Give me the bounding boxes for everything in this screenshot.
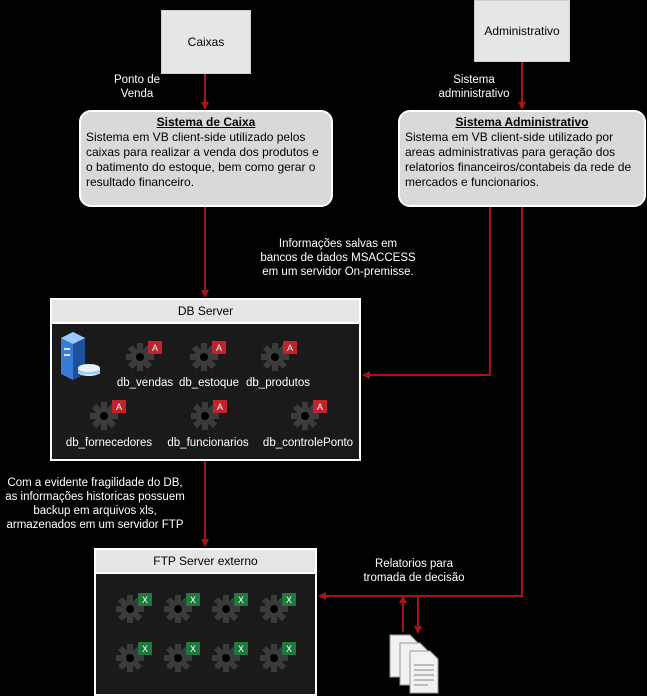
xls-backup-gear-excel-icon: X xyxy=(116,640,154,672)
svg-text:X: X xyxy=(238,644,244,654)
svg-text:A: A xyxy=(317,402,323,412)
sistema-adm-box[interactable]: Sistema Administrativo Sistema em VB cli… xyxy=(398,110,646,207)
ftp-server-title: FTP Server externo xyxy=(96,550,315,574)
edge-label-sistema-adm: Sistema administrativo xyxy=(438,74,510,100)
edge-label-relatorios: Relatorios para tromada de decisão xyxy=(363,558,465,584)
svg-text:X: X xyxy=(238,595,244,605)
db-server-title: DB Server xyxy=(52,300,359,324)
db-controleponto-gear-access-icon: A xyxy=(291,398,329,430)
svg-text:X: X xyxy=(286,644,292,654)
svg-text:X: X xyxy=(286,595,292,605)
xls-backup-gear-excel-icon: X xyxy=(260,640,298,672)
administrativo-label: Administrativo xyxy=(484,24,560,38)
xls-backup-gear-excel-icon: X xyxy=(260,591,298,623)
db-produtos-label: db_produtos xyxy=(246,377,310,389)
db-estoque-gear-access-icon: A xyxy=(190,339,228,371)
xls-backup-gear-excel-icon: X xyxy=(212,591,250,623)
edge-label-info-salvas: Informações salvas em bancos de dados MS… xyxy=(260,238,416,278)
svg-text:A: A xyxy=(217,402,223,412)
arrow-adm-to-ftp xyxy=(318,207,523,600)
db-estoque-label: db_estoque xyxy=(178,377,240,389)
documents-icon xyxy=(388,633,442,695)
db-server-container[interactable]: DB Server xyxy=(50,298,361,461)
db-controleponto-label: db_controlePonto xyxy=(262,437,354,449)
xls-backup-gear-excel-icon: X xyxy=(116,591,154,623)
xls-backup-gear-excel-icon: X xyxy=(164,591,202,623)
sistema-adm-desc: Sistema em VB client-side utilizado por … xyxy=(405,130,632,189)
ftp-server-body xyxy=(96,574,315,694)
caixas-label: Caixas xyxy=(187,35,225,49)
arrow-adm-to-db xyxy=(362,207,491,379)
sistema-caixa-box[interactable]: Sistema de Caixa Sistema em VB client-si… xyxy=(79,110,333,207)
db-produtos-gear-access-icon: A xyxy=(261,339,299,371)
xls-backup-gear-excel-icon: X xyxy=(212,640,250,672)
server-icon xyxy=(57,330,101,380)
sistema-caixa-title: Sistema de Caixa xyxy=(156,115,256,129)
sistema-caixa-desc: Sistema em VB client-side utilizado pelo… xyxy=(86,130,319,189)
caixas-actor[interactable]: Caixas xyxy=(161,10,251,74)
db-funcionarios-label: db_funcionarios xyxy=(167,437,249,449)
db-fornecedores-gear-access-icon: A xyxy=(90,398,128,430)
svg-text:X: X xyxy=(190,595,196,605)
db-vendas-label: db_vendas xyxy=(116,377,174,389)
db-vendas-gear-access-icon: A xyxy=(126,339,164,371)
svg-text:A: A xyxy=(216,343,222,353)
administrativo-actor[interactable]: Administrativo xyxy=(474,0,570,62)
db-funcionarios-gear-access-icon: A xyxy=(191,398,229,430)
sistema-adm-title: Sistema Administrativo xyxy=(455,115,589,129)
edge-label-fragilidade: Com a evidente fragilidade do DB, as inf… xyxy=(5,477,185,531)
edge-label-ponto-venda: Ponto de Venda xyxy=(113,74,161,100)
xls-backup-gear-excel-icon: X xyxy=(164,640,202,672)
svg-text:X: X xyxy=(142,644,148,654)
svg-text:X: X xyxy=(142,595,148,605)
svg-text:A: A xyxy=(116,402,122,412)
svg-text:A: A xyxy=(287,343,293,353)
svg-text:X: X xyxy=(190,644,196,654)
svg-text:A: A xyxy=(152,343,158,353)
db-fornecedores-label: db_fornecedores xyxy=(65,437,153,449)
